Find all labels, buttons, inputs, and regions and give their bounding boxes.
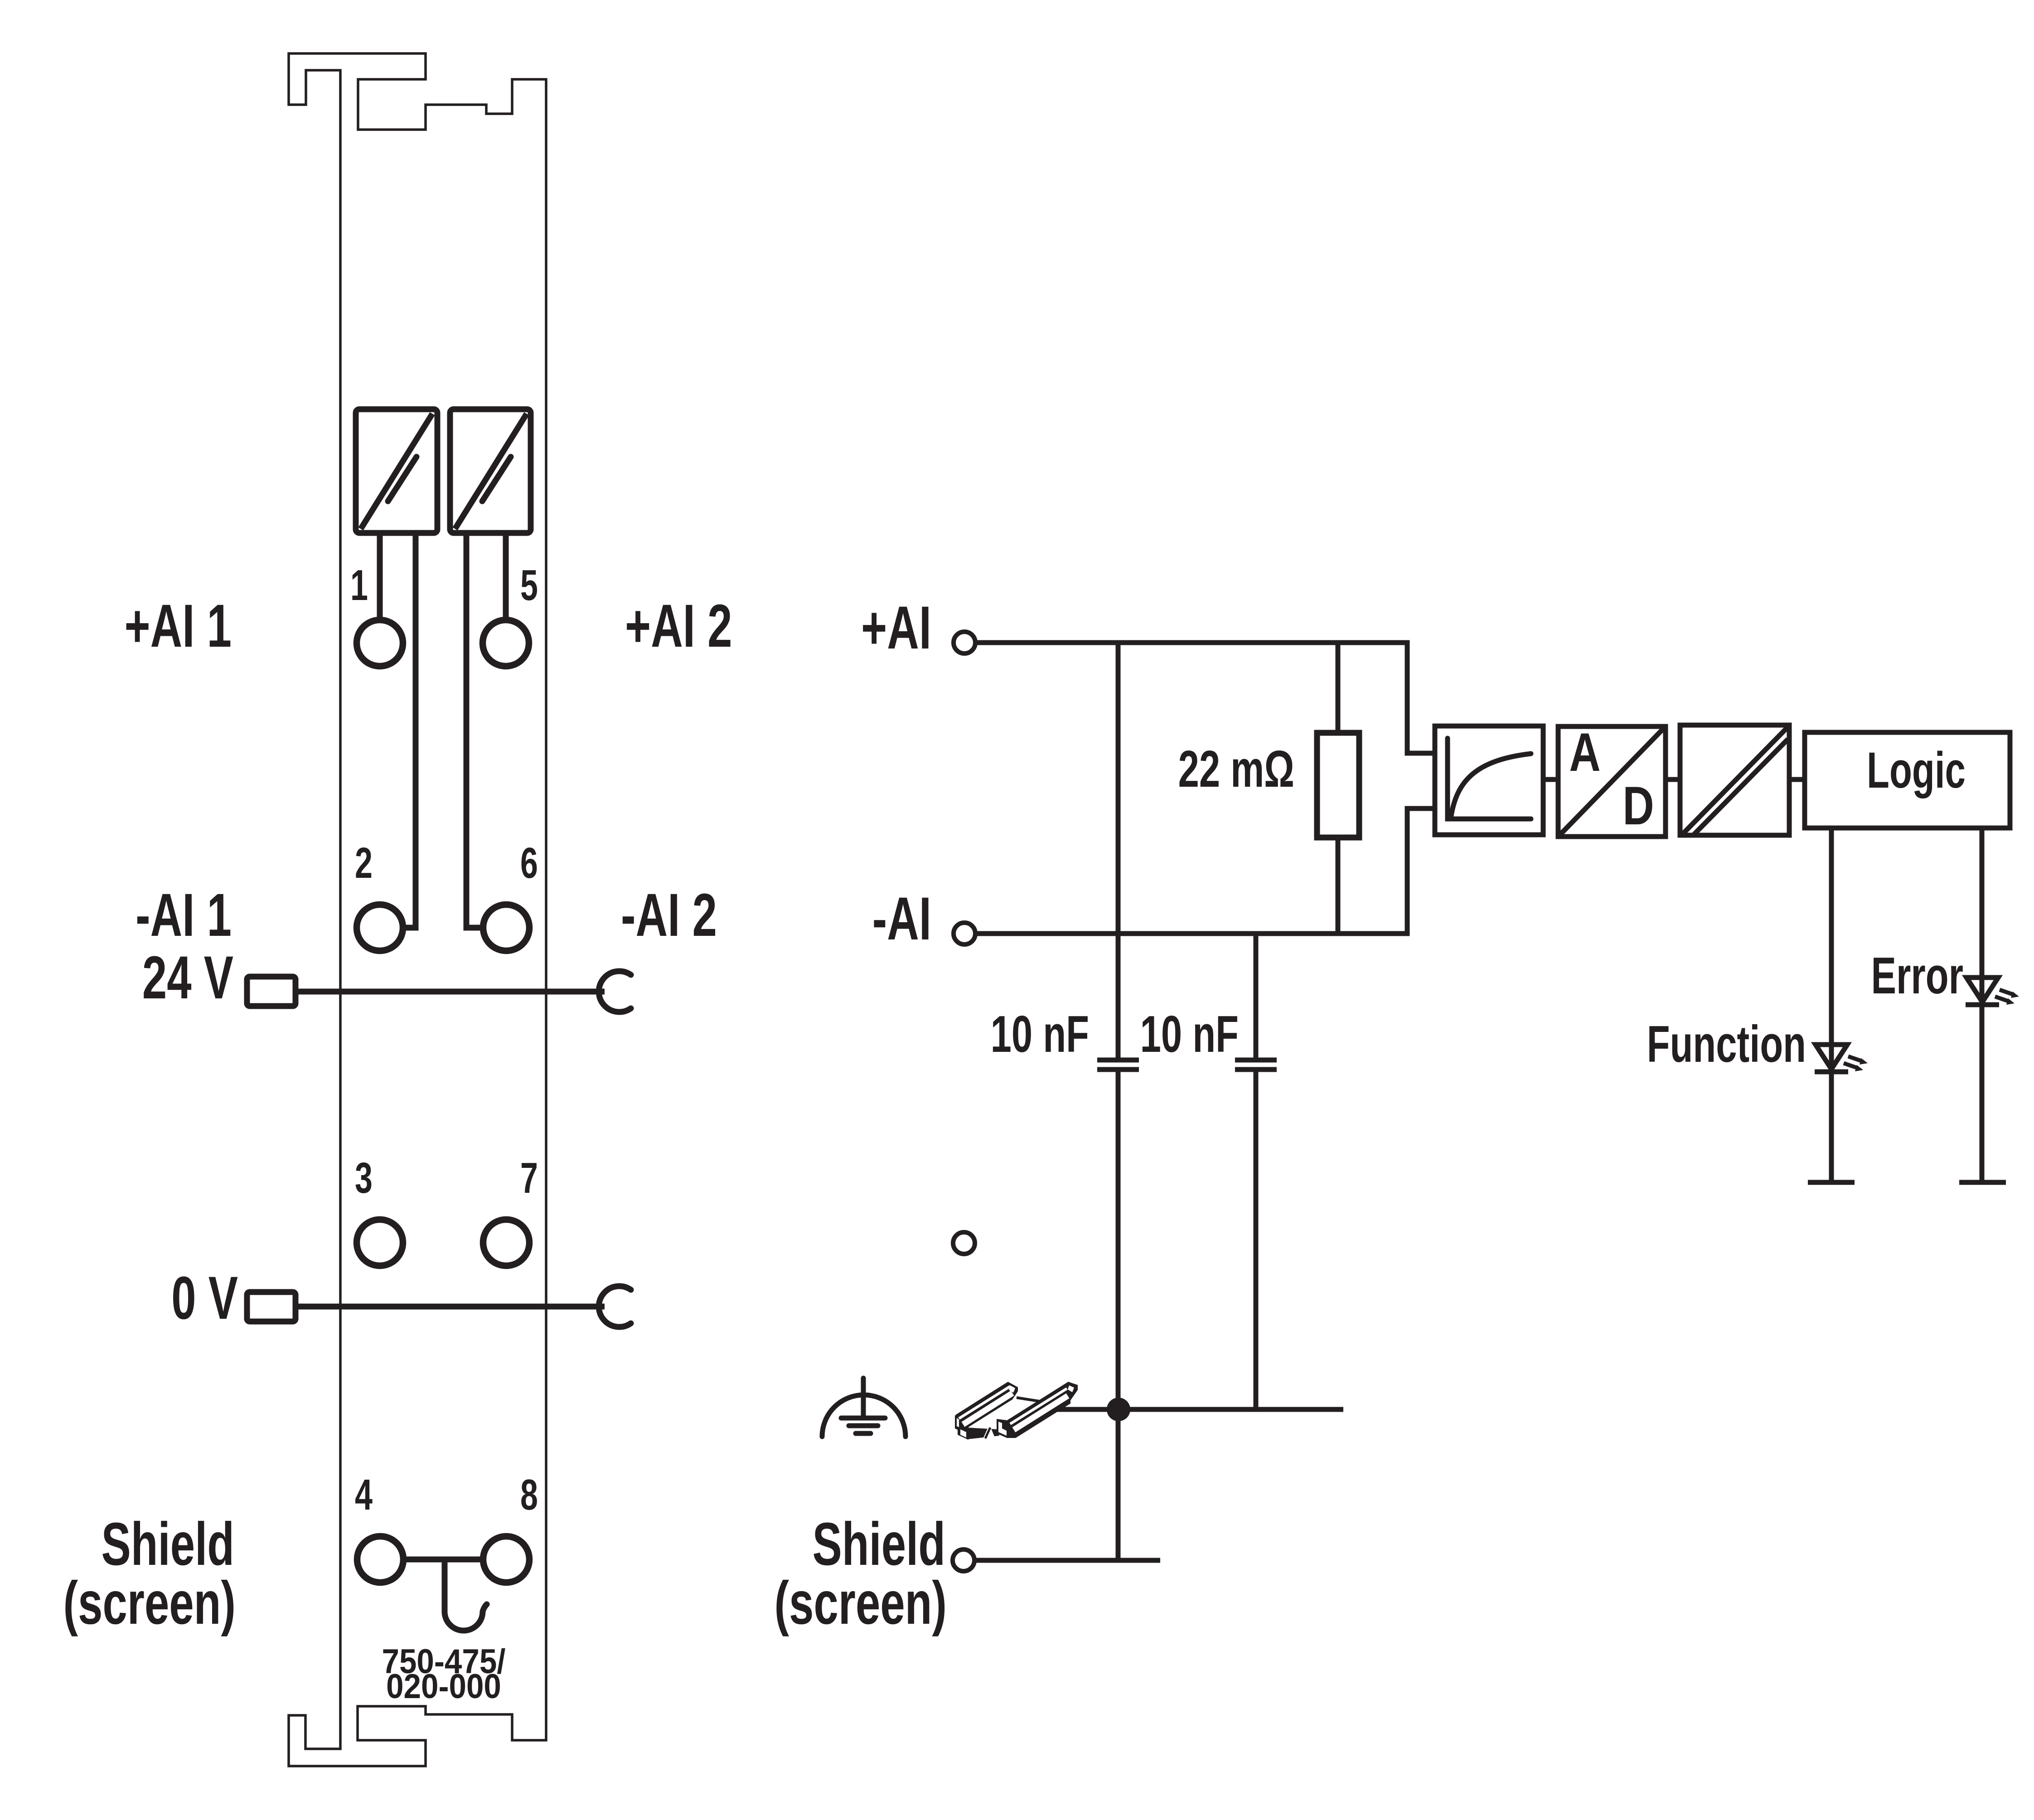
svg-text:10 nF: 10 nF [1140,1006,1239,1063]
svg-text:22 mΩ: 22 mΩ [1178,741,1294,798]
svg-text:0 V: 0 V [171,1264,238,1332]
svg-text:Shield: Shield [813,1510,945,1578]
svg-text:Function: Function [1647,1016,1806,1073]
svg-text:1: 1 [350,561,368,609]
svg-text:+AI 2: +AI 2 [625,592,732,660]
svg-text:(screen): (screen) [774,1569,947,1637]
svg-text:7: 7 [520,1153,538,1202]
svg-text:Logic: Logic [1867,741,1966,799]
svg-text:10 nF: 10 nF [991,1006,1089,1063]
svg-text:Shield: Shield [102,1510,234,1578]
svg-text:4: 4 [355,1470,373,1519]
svg-text:+AI: +AI [861,594,931,662]
svg-text:5: 5 [520,561,538,609]
svg-text:2: 2 [355,838,373,887]
svg-text:24 V: 24 V [142,944,233,1012]
svg-text:-AI 2: -AI 2 [621,881,717,949]
svg-text:8: 8 [520,1470,538,1519]
svg-text:750-475/: 750-475/ [382,1642,505,1681]
svg-text:Error: Error [1871,947,1963,1005]
svg-text:A: A [1569,722,1600,783]
svg-text:D: D [1622,776,1654,837]
svg-text:3: 3 [355,1153,373,1202]
svg-text:+AI 1: +AI 1 [125,592,232,660]
svg-text:6: 6 [520,838,538,887]
svg-text:(screen): (screen) [63,1569,236,1637]
svg-text:-AI 1: -AI 1 [136,881,232,949]
svg-text:020-000: 020-000 [386,1667,501,1706]
svg-text:-AI: -AI [872,885,931,953]
